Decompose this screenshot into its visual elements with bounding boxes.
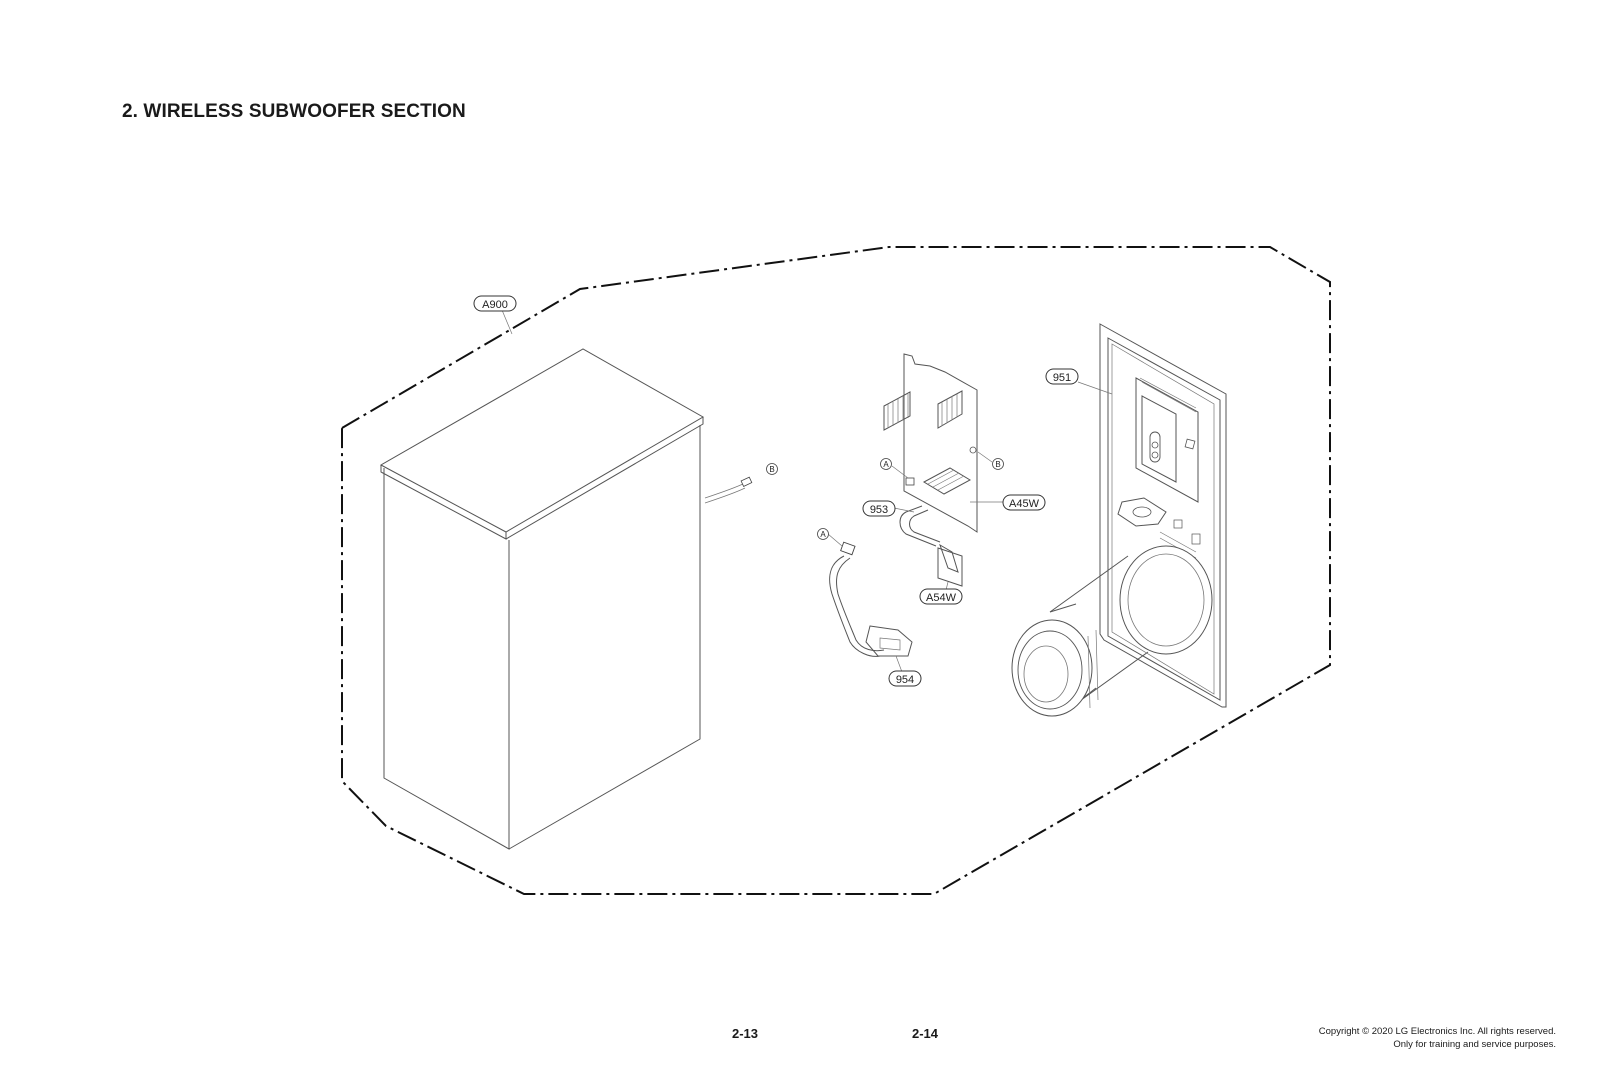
ref-b-cabinet-text: B xyxy=(769,465,774,474)
callout-a54w: A54W xyxy=(919,588,963,605)
ref-a-pcb-text: A xyxy=(883,460,889,469)
leader-ref-b-pcb xyxy=(977,451,993,463)
flat-cable xyxy=(899,505,959,573)
copyright-notice: Copyright © 2020 LG Electronics Inc. All… xyxy=(1319,1025,1556,1051)
cabinet xyxy=(379,348,753,850)
callout-a900: A900 xyxy=(473,295,517,312)
ref-b-cabinet: B xyxy=(766,463,778,475)
ref-a-pcb: A xyxy=(880,458,892,470)
leader-ref-a-pcb xyxy=(891,465,909,479)
callout-954: 954 xyxy=(888,670,922,687)
power-inlet-cable xyxy=(829,541,913,657)
amp-pcb xyxy=(883,353,978,533)
leader-953 xyxy=(893,507,915,513)
assembly-boundary xyxy=(341,246,1331,895)
callout-951: 951 xyxy=(1045,368,1079,385)
callout-954-text: 954 xyxy=(896,674,914,686)
copyright-line-2: Only for training and service purposes. xyxy=(1393,1039,1556,1050)
leader-954 xyxy=(895,655,903,673)
callout-a54w-text: A54W xyxy=(926,592,957,604)
callout-953-text: 953 xyxy=(870,504,888,516)
section-title: 2. WIRELESS SUBWOOFER SECTION xyxy=(122,101,466,122)
leader-ref-a-cord xyxy=(827,533,843,547)
callout-953: 953 xyxy=(862,500,896,517)
callout-a45w: A45W xyxy=(1002,494,1046,511)
ref-b-pcb: B xyxy=(992,458,1004,470)
front-baffle xyxy=(1011,323,1227,717)
ref-a-cord-text: A xyxy=(820,530,826,539)
leader-a900 xyxy=(501,309,513,335)
copyright-line-1: Copyright © 2020 LG Electronics Inc. All… xyxy=(1318,1026,1556,1037)
callout-951-text: 951 xyxy=(1053,372,1071,384)
callout-a900-text: A900 xyxy=(482,299,508,311)
ref-a-cord: A xyxy=(817,528,829,540)
page-number-left: 2-13 xyxy=(732,1026,759,1041)
wireless-module xyxy=(937,547,963,587)
callout-a45w-text: A45W xyxy=(1009,498,1040,510)
page-number-right: 2-14 xyxy=(912,1026,939,1041)
ref-b-pcb-text: B xyxy=(995,460,1000,469)
leader-951 xyxy=(1077,381,1113,395)
